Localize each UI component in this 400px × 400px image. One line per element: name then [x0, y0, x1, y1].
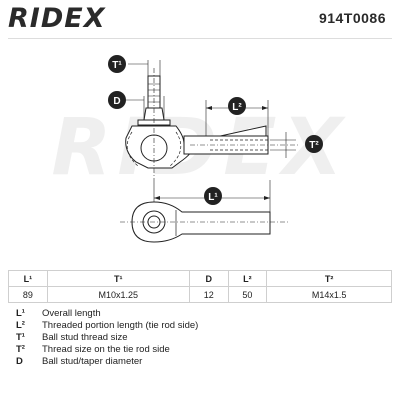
callout-l1: L¹: [204, 187, 222, 205]
list-item: D Ball stud/taper diameter: [16, 356, 386, 368]
column-header: L¹: [8, 270, 48, 287]
table-row: 89 M10x1.25 12 50 M14x1.5: [8, 286, 392, 303]
column-header: T¹: [46, 270, 190, 287]
list-item: T² Thread size on the tie rod side: [16, 344, 386, 356]
list-item: L² Threaded portion length (tie rod side…: [16, 320, 386, 332]
svg-text:T²: T²: [309, 140, 319, 151]
table-cell: 50: [227, 286, 268, 303]
tie-rod-shaft: [183, 135, 269, 155]
callout-d: D: [108, 91, 126, 109]
svg-text:D: D: [113, 96, 120, 107]
legend-key: T²: [16, 344, 25, 355]
svg-text:L²: L²: [232, 102, 242, 113]
legend-description: Thread size on the tie rod side: [42, 344, 170, 355]
legend-description: Ball stud/taper diameter: [42, 356, 143, 367]
header-divider: [8, 38, 392, 39]
legend-description: Ball stud thread size: [42, 332, 128, 343]
part-number: 914T0086: [318, 10, 386, 26]
table-cell: 89: [8, 286, 48, 303]
legend: L¹ Overall length L² Threaded portion le…: [16, 308, 386, 368]
table-cell: M14x1.5: [266, 286, 392, 303]
legend-key: D: [16, 356, 23, 367]
column-header: T²: [266, 270, 392, 287]
dimensions-table: L¹ T¹ D L² T² 89 M10x1.25 12 50 M14x1.5: [8, 270, 392, 303]
column-header: D: [188, 270, 229, 287]
legend-key: T¹: [16, 332, 25, 343]
callout-t2: T²: [305, 135, 323, 153]
header: RIDEX 914T0086: [0, 0, 400, 39]
list-item: L¹ Overall length: [16, 308, 386, 320]
legend-key: L²: [16, 320, 25, 331]
technical-drawing: T¹ D L² T² L¹: [0, 40, 400, 268]
legend-description: Overall length: [42, 308, 101, 319]
svg-text:L¹: L¹: [208, 192, 218, 203]
callout-t1: T¹: [108, 55, 126, 73]
legend-description: Threaded portion length (tie rod side): [42, 320, 199, 331]
list-item: T¹ Ball stud thread size: [16, 332, 386, 344]
table-header-row: L¹ T¹ D L² T²: [8, 270, 392, 287]
brand-logo: RIDEX: [8, 3, 106, 34]
table-cell: M10x1.25: [46, 286, 190, 303]
svg-text:T¹: T¹: [112, 60, 122, 71]
callout-l2: L²: [228, 97, 246, 115]
column-header: L²: [227, 270, 268, 287]
tie-rod-end-diagram: T¹ D L² T² L¹: [108, 55, 323, 243]
legend-key: L¹: [16, 308, 25, 319]
table-cell: 12: [188, 286, 229, 303]
